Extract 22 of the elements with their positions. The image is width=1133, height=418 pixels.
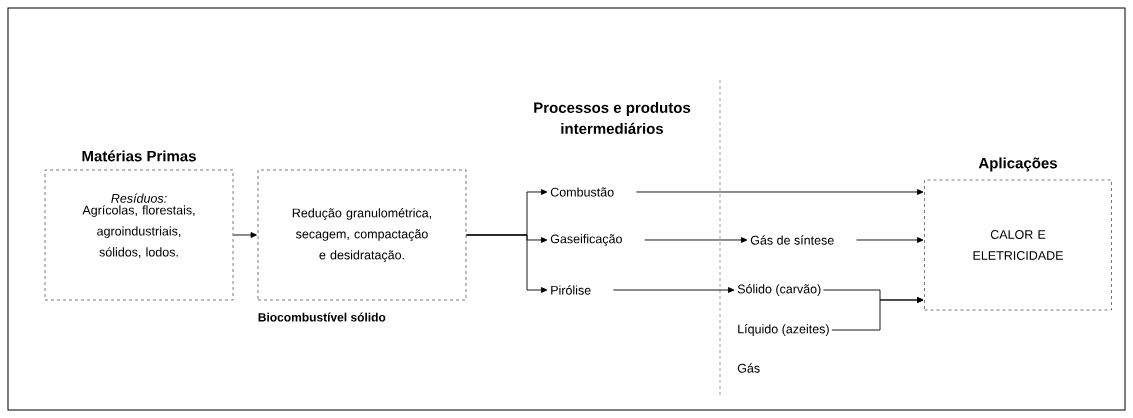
arrow <box>831 297 924 331</box>
box-text: CALOR E ELETRICIDADE <box>973 230 1063 260</box>
arrow <box>635 189 924 195</box>
arrow <box>612 287 735 293</box>
box-heading: Aplicações <box>978 157 1057 172</box>
box-text: Redução granulométrica, secagem, compactação e desidratação. <box>292 208 432 262</box>
arrow <box>232 232 257 238</box>
box-caption: Biocombustível sólido <box>258 312 386 322</box>
process-label: Gaseificação <box>550 234 622 246</box>
arrow <box>465 234 548 293</box>
process-label: Líquido (azeites) <box>738 324 829 336</box>
arrow <box>856 237 924 243</box>
process-label: Combustão <box>550 187 614 197</box>
box-subheading: Resíduos: <box>111 193 167 203</box>
process-label: Gás de síntese <box>750 235 834 245</box>
process-label: Sólido (carvão) <box>737 284 821 296</box>
product-label: Gás <box>737 363 760 373</box>
box-text: Agrícolas, florestais, agroindustriais, sólidos, lodos. <box>82 205 195 258</box>
arrow <box>644 237 748 243</box>
column-heading: Processos e produtos intermediários <box>534 102 691 134</box>
box-heading: Matérias Primas <box>82 150 196 162</box>
process-label: Pirólise <box>551 285 591 295</box>
